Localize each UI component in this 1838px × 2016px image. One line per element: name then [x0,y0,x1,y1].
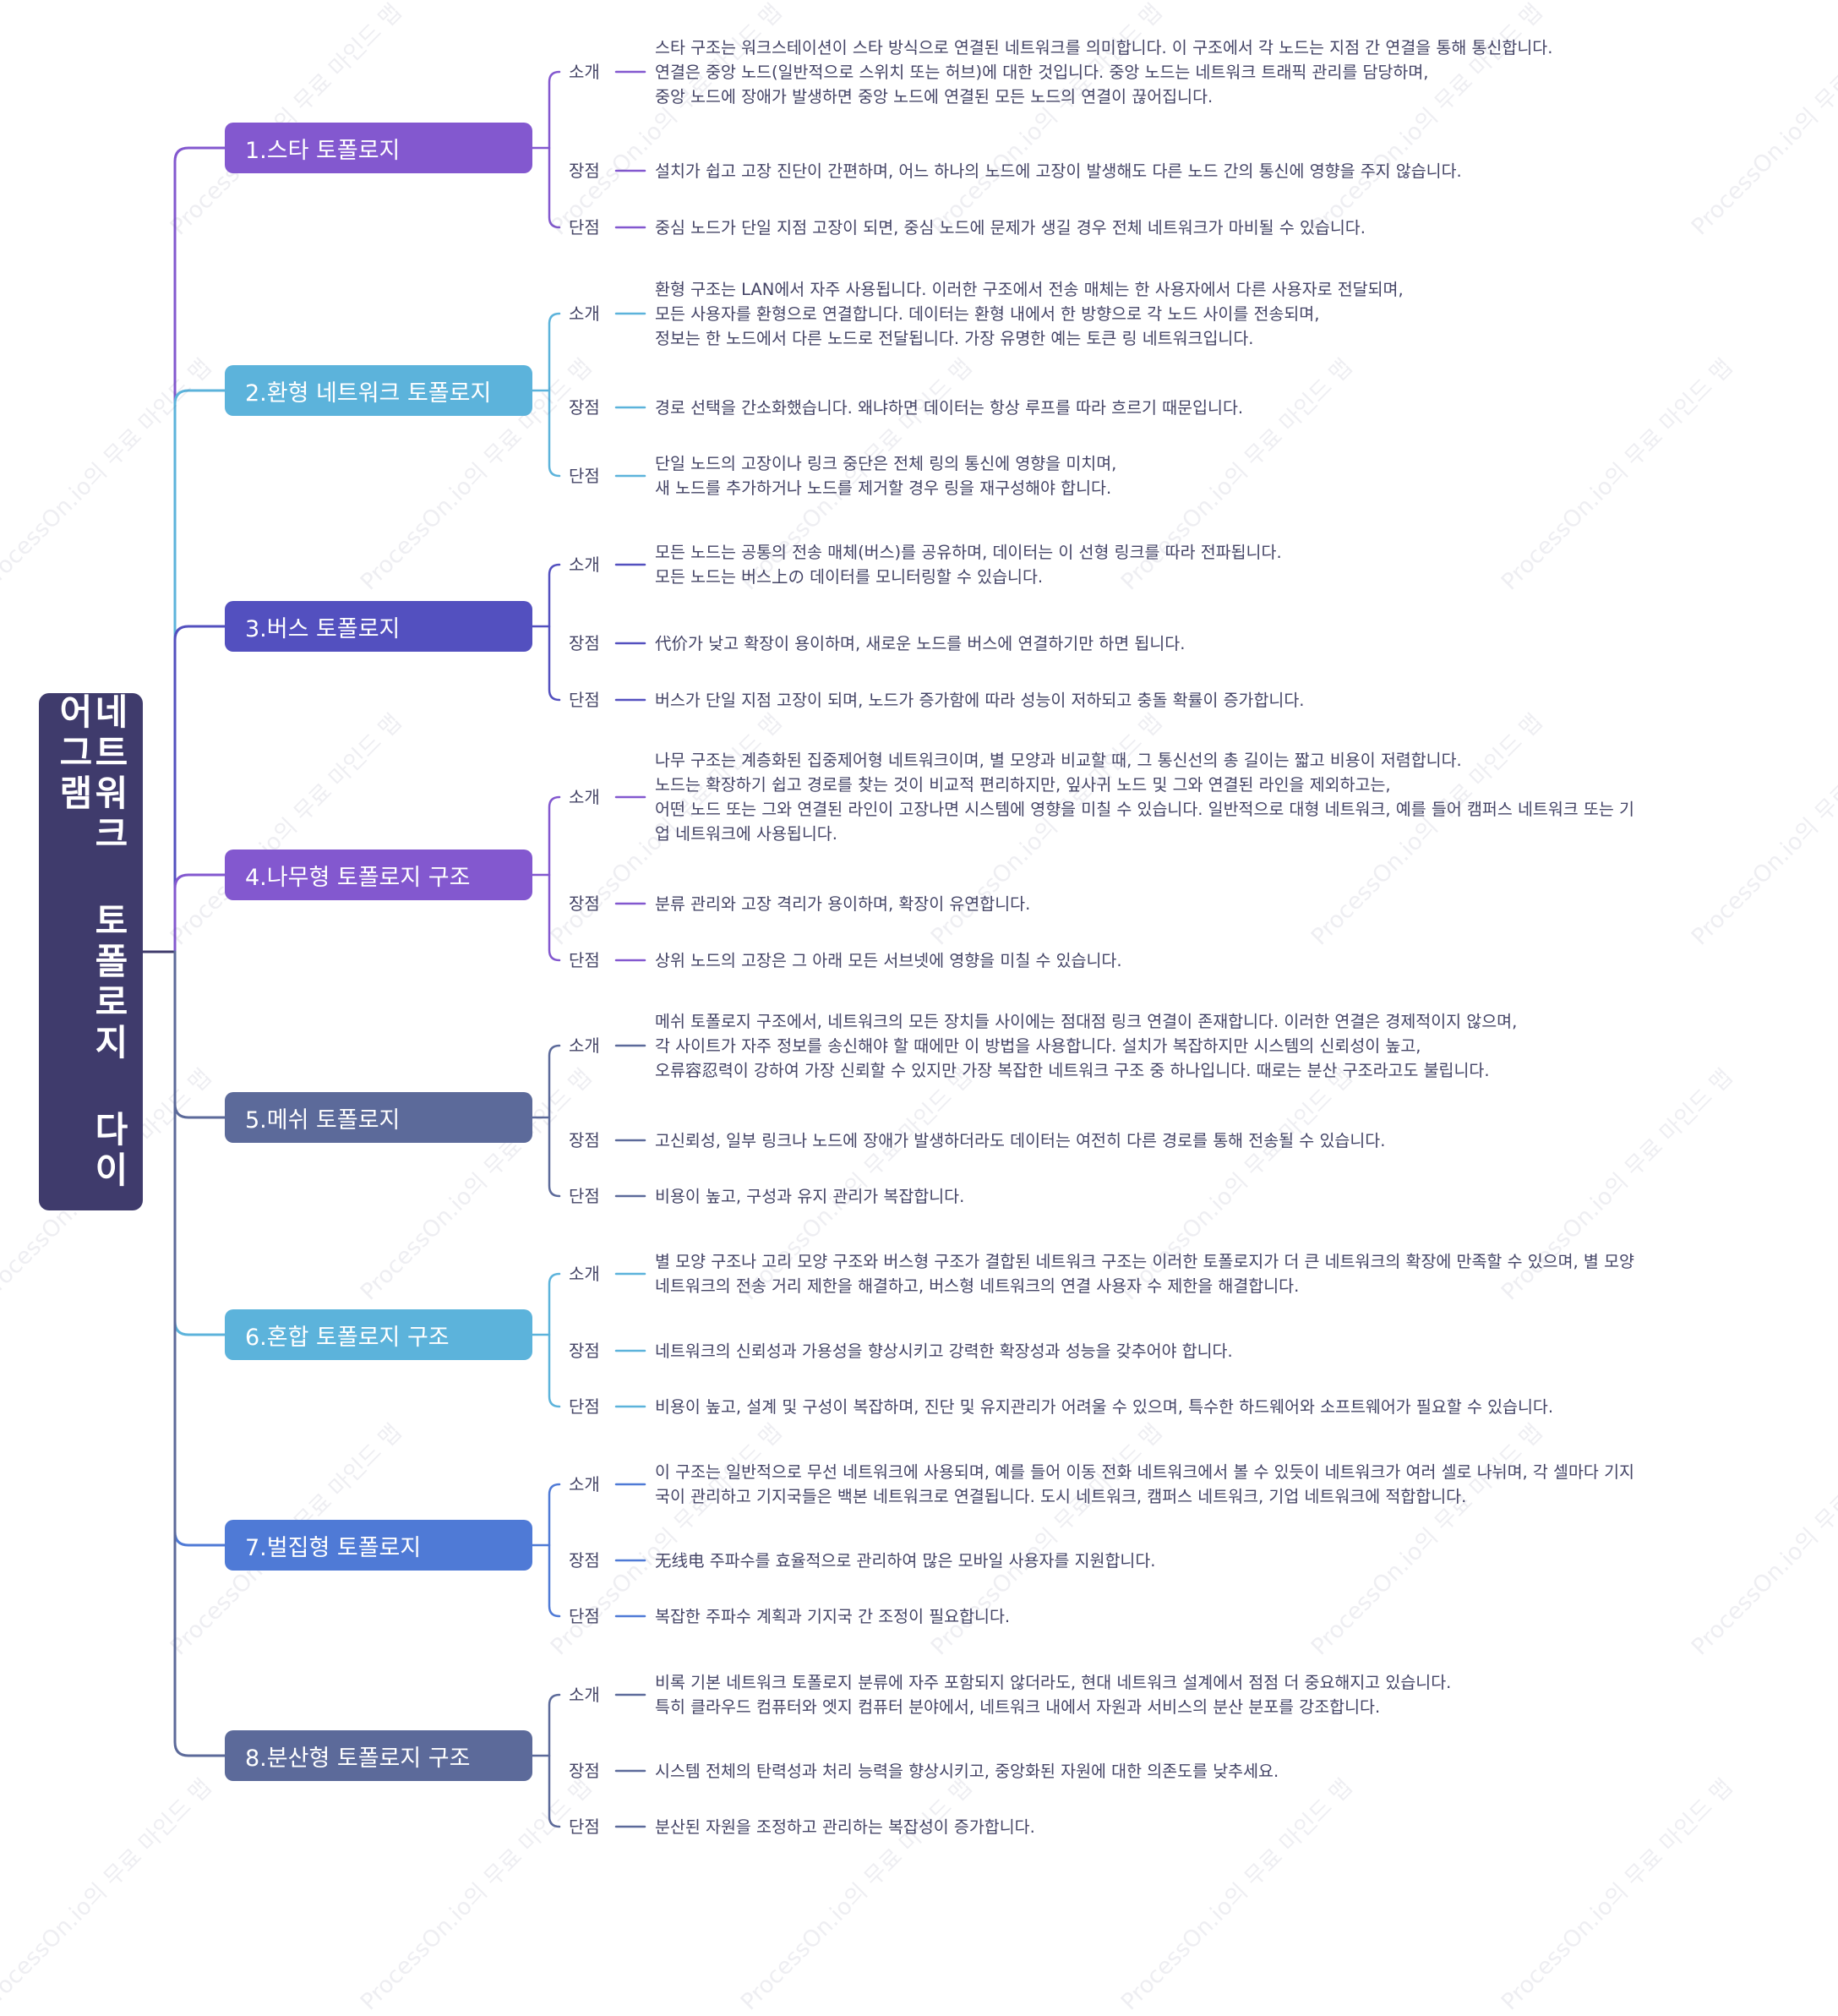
branch-node-ring[interactable]: 2.환형 네트워크 토폴로지 [225,365,532,416]
item-description: 비록 기본 네트워크 토폴로지 분류에 자주 포함되지 않더라도, 현대 네트워… [655,1673,1452,1717]
item-description: 분산된 자원을 조정하고 관리하는 복잡성이 증가합니다. [655,1817,1035,1837]
branch-node-cellular[interactable]: 7.벌집형 토폴로지 [225,1520,532,1571]
root-node[interactable]: 네트워크 토폴로지 다이어그램 [39,693,143,1210]
branch-node-hybrid[interactable]: 6.혼합 토폴로지 구조 [225,1309,532,1360]
branch-node-bus[interactable]: 3.버스 토폴로지 [225,601,532,652]
item-tag[interactable]: 소개 [569,1685,600,1705]
item-tag[interactable]: 소개 [569,555,600,575]
connector-line [548,1044,561,1198]
item-description: 나무 구조는 계층화된 집중제어형 네트워크이며, 별 모양과 비교할 때, 그… [655,751,1634,844]
item-description: 경로 선택을 간소화했습니다. 왜냐하면 데이터는 항상 루프를 따라 흐르기 … [655,397,1244,418]
item-tag[interactable]: 단점 [569,1817,600,1837]
item-tag[interactable]: 장점 [569,1761,600,1781]
item-description: 고신뢰성, 일부 링크나 노드에 장애가 발생하더라도 데이터는 여전히 다른 … [655,1130,1386,1150]
item-tag[interactable]: 소개 [569,787,600,807]
item-description: 시스템 전체의 탄력성과 처리 능력을 향상시키고, 중앙화된 자원에 대한 의… [655,1761,1279,1781]
connector-line [548,563,561,702]
item-tag[interactable]: 장점 [569,397,600,418]
item-description: 버스가 단일 지점 고장이 되며, 노드가 증가함에 따라 성능이 저하되고 충… [655,690,1305,710]
item-tag[interactable]: 장점 [569,1550,600,1571]
item-tag[interactable]: 단점 [569,950,600,970]
item-tag[interactable]: 단점 [569,1186,600,1206]
item-tag[interactable]: 소개 [569,303,600,324]
branch-node-star[interactable]: 1.스타 토폴로지 [225,123,532,173]
item-tag[interactable]: 장점 [569,893,600,914]
item-description: 분류 관리와 고장 격리가 용이하며, 확장이 유연합니다. [655,893,1031,914]
item-description: 메쉬 토폴로지 구조에서, 네트워크의 모든 장치들 사이에는 점대점 링크 연… [655,1011,1518,1080]
item-description: 네트워크의 신뢰성과 가용성을 향상시키고 강력한 확장성과 성능을 갖추어야 … [655,1341,1233,1361]
connector-line [173,950,226,1547]
item-tag[interactable]: 장점 [569,1341,600,1361]
item-description: 비용이 높고, 설계 및 구성이 복잡하며, 진단 및 유지관리가 어려울 수 … [655,1396,1554,1417]
connector-line [548,795,561,962]
item-description: 중심 노드가 단일 지점 고장이 되면, 중심 노드에 문제가 생길 경우 전체… [655,217,1366,238]
connector-line [548,1483,561,1618]
branch-node-distributed[interactable]: 8.분산형 토폴로지 구조 [225,1730,532,1781]
item-tag[interactable]: 장점 [569,633,600,653]
item-tag[interactable]: 단점 [569,466,600,486]
item-tag[interactable]: 단점 [569,217,600,238]
connector-line [173,146,226,953]
item-tag[interactable]: 단점 [569,1606,600,1626]
connector-line [173,950,226,1757]
item-description: 복잡한 주파수 계획과 기지국 간 조정이 필요합니다. [655,1606,1011,1626]
item-description: 단일 노드의 고장이나 링크 중단은 전체 링의 통신에 영향을 미치며, 새 … [655,454,1117,498]
item-description: 환형 구조는 LAN에서 자주 사용됩니다. 이러한 구조에서 전송 매체는 한… [655,279,1404,348]
item-description: 스타 구조는 워크스테이션이 스타 방식으로 연결된 네트워크를 의미합니다. … [655,37,1553,107]
item-tag[interactable]: 소개 [569,1035,600,1056]
item-tag[interactable]: 소개 [569,1264,600,1284]
item-tag[interactable]: 소개 [569,1474,600,1494]
item-tag[interactable]: 소개 [569,62,600,82]
connector-line [548,1272,561,1408]
connector-line [173,389,226,953]
connector-line [173,950,226,1119]
connector-line [548,312,561,478]
branch-node-tree[interactable]: 4.나무형 토폴로지 구조 [225,850,532,900]
item-description: 无线电 주파수를 효율적으로 관리하여 많은 모바일 사용자를 지원합니다. [655,1550,1156,1571]
connector-line [173,950,226,1336]
item-tag[interactable]: 장점 [569,161,600,181]
item-description: 代价가 낮고 확장이 용이하며, 새로운 노드를 버스에 연결하기만 하면 됩니… [655,633,1186,653]
item-tag[interactable]: 단점 [569,690,600,710]
connector-line [548,1693,561,1828]
connector-line [173,873,226,953]
connector-line [173,625,226,953]
item-description: 모든 노드는 공통의 전송 매체(버스)를 공유하며, 데이터는 이 선형 링크… [655,543,1282,587]
root-title: 네트워크 토폴로지 다이어그램 [52,693,130,1192]
item-description: 설치가 쉽고 고장 진단이 간편하며, 어느 하나의 노드에 고장이 발생해도 … [655,161,1462,181]
item-description: 상위 노드의 고장은 그 아래 모든 서브넷에 영향을 미칠 수 있습니다. [655,950,1122,970]
item-tag[interactable]: 장점 [569,1130,600,1150]
item-description: 별 모양 구조나 고리 모양 구조와 버스형 구조가 결합된 네트워크 구조는 … [655,1252,1634,1296]
connector-line [548,70,561,229]
item-tag[interactable]: 단점 [569,1396,600,1417]
connector-lines [141,70,646,1828]
branch-node-mesh[interactable]: 5.메쉬 토폴로지 [225,1092,532,1143]
item-description: 비용이 높고, 구성과 유지 관리가 복잡합니다. [655,1186,965,1206]
item-description: 이 구조는 일반적으로 무선 네트워크에 사용되며, 예를 들어 이동 전화 네… [655,1462,1634,1506]
